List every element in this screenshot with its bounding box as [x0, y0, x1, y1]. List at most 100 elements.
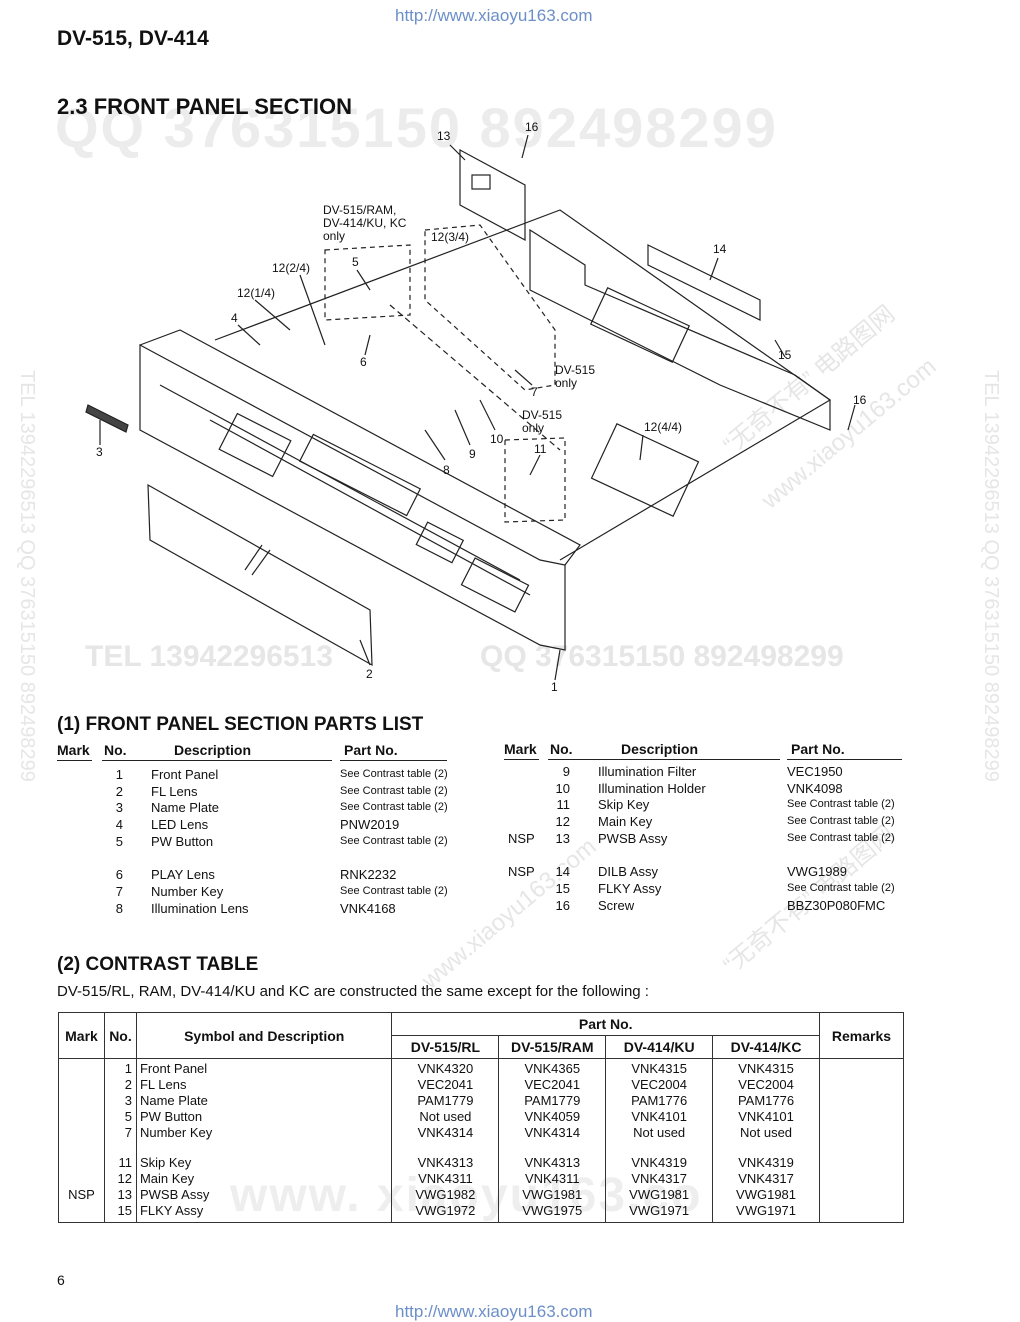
desc-cell: Illumination Lens — [151, 900, 249, 916]
contrast-intro: DV-515/RL, RAM, DV-414/KU and KC are con… — [57, 983, 649, 1000]
ct-head-remarks: Remarks — [818, 1012, 905, 1059]
ct-m1-cell: VNK4313 — [417, 1155, 474, 1170]
part-cell: See Contrast table (2) — [787, 881, 895, 894]
col-no: No. — [550, 741, 573, 757]
watermark-tel: TEL 13942296513 — [85, 640, 333, 673]
part-cell: See Contrast table (2) — [340, 834, 448, 847]
part-cell: See Contrast table (2) — [340, 801, 448, 814]
ct-desc-cell: FL Lens — [139, 1077, 187, 1092]
ct-m3-cell: VWG1971 — [629, 1203, 690, 1218]
desc-cell: Illumination Filter — [598, 764, 697, 779]
callout-13: 13 — [437, 129, 451, 143]
contrast-title: (2) CONTRAST TABLE — [57, 954, 259, 975]
ct-mark-cell — [63, 1109, 100, 1125]
note-line: only — [555, 376, 578, 390]
note-dv515ram-only: DV-515/RAM, DV-414/KU, KC only — [323, 204, 406, 243]
no-cell: 9 — [562, 764, 570, 779]
desc-cell: Screw — [598, 897, 635, 913]
ct-head-desc: Symbol and Description — [135, 1012, 393, 1059]
ct-m4-cell: VNK4319 — [738, 1155, 794, 1170]
col-desc: Description — [174, 742, 252, 758]
note-line: DV-414/KU, KC — [323, 216, 407, 230]
ct-m2-cell: VNK4311 — [524, 1171, 580, 1186]
no-cell: 1 — [115, 767, 123, 782]
ct-desc-cell: PWSB Assy — [139, 1187, 210, 1202]
part-cell: See Contrast table (2) — [787, 815, 895, 828]
part-cell: See Contrast table (2) — [340, 768, 448, 780]
callout-2: 2 — [366, 667, 373, 681]
pcb-13 — [459, 148, 526, 242]
desc-cell: Number Key — [151, 883, 224, 899]
callout-12-3: 12(3/4) — [431, 230, 470, 244]
ct-no-cell: 11 — [118, 1155, 132, 1170]
ct-mark-cell — [63, 1171, 100, 1187]
ct-m3-cell: VNK4317 — [631, 1171, 687, 1186]
display-window — [218, 412, 292, 478]
dv515-only-box-b — [504, 437, 566, 523]
ct-no-cell: 13 — [117, 1187, 132, 1202]
no-cell: 10 — [555, 780, 570, 796]
ct-head-mark: Mark — [58, 1012, 105, 1059]
model-title: DV-515, DV-414 — [57, 27, 209, 50]
ct-remarks-cell — [818, 1141, 905, 1223]
ct-mark-cell — [63, 1077, 100, 1093]
ct-m2-cell: VNK4313 — [524, 1155, 581, 1170]
no-cell: 15 — [555, 880, 570, 896]
col-part: Part No. — [791, 741, 845, 757]
callout-15: 15 — [778, 348, 792, 362]
no-cell: 13 — [555, 830, 570, 846]
ct-m1-cell: VWG1982 — [415, 1187, 476, 1202]
ct-head-no: No. — [103, 1012, 137, 1059]
part-cell: VNK4168 — [340, 900, 396, 916]
part-cell: See Contrast table (2) — [340, 784, 448, 797]
ct-desc-cell: Skip Key — [139, 1155, 192, 1170]
no-cell: 14 — [555, 864, 570, 880]
ct-desc-cell: Main Key — [139, 1171, 195, 1186]
callout-16-right: 16 — [853, 393, 867, 407]
ct-desc-cell: Number Key — [139, 1125, 213, 1140]
note-dv515-only-b: DV-515 only — [522, 409, 562, 435]
ct-m1-cell: VWG1972 — [415, 1203, 476, 1218]
desc-cell: FLKY Assy — [598, 880, 662, 896]
note-line: only — [522, 421, 545, 435]
contrast-table: Mark No. Symbol and Description Part No.… — [58, 1012, 905, 1223]
callout-6: 6 — [360, 355, 367, 369]
callout-14: 14 — [713, 242, 727, 256]
note-line: only — [323, 229, 346, 243]
ct-m3-cell: PAM1776 — [631, 1093, 688, 1108]
section-title: 2.3 FRONT PANEL SECTION — [57, 94, 353, 119]
no-cell: 6 — [115, 867, 123, 883]
callout-5: 5 — [352, 255, 359, 269]
no-cell: 3 — [115, 800, 123, 816]
ct-m3-cell: VNK4101 — [631, 1109, 687, 1124]
ct-head-part: Part No. — [391, 1012, 820, 1036]
front-panel-part — [147, 483, 373, 667]
ct-no-cell: 2 — [124, 1077, 132, 1092]
ct-desc-cell: Front Panel — [139, 1061, 208, 1076]
desc-cell: PW Button — [151, 833, 214, 849]
front-chassis-outline — [139, 343, 566, 651]
ct-head-dv414kc: DV-414/KC — [712, 1035, 820, 1059]
ct-no-cell: 12 — [117, 1171, 132, 1186]
bottom-url-link[interactable]: http://www.xiaoyu163.com — [395, 1302, 593, 1321]
ct-m4-cell: VWG1971 — [736, 1203, 797, 1218]
ct-head-dv515rl: DV-515/RL — [391, 1035, 500, 1059]
col-part: Part No. — [344, 742, 398, 758]
ct-m4-cell: Not used — [740, 1125, 793, 1140]
pcb-15 — [529, 228, 831, 431]
ct-no-cell: 7 — [124, 1125, 132, 1140]
part-cell: VWG1989 — [787, 864, 847, 880]
part-cell: See Contrast table (2) — [787, 831, 895, 844]
top-url-link[interactable]: http://www.xiaoyu163.com — [395, 6, 593, 25]
